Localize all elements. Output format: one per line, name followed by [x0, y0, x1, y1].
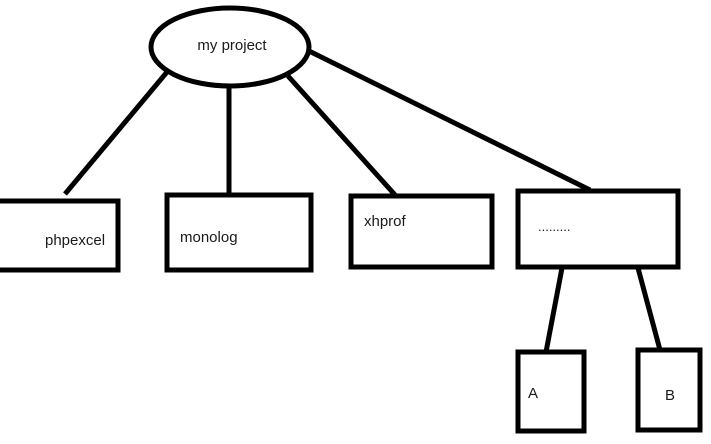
root-ellipse — [148, 5, 312, 89]
node-monolog-box — [164, 192, 314, 273]
node-b-box — [635, 347, 703, 433]
node-phpexcel-label: phpexcel — [45, 232, 105, 249]
node-more-box — [515, 188, 681, 270]
edge-root-xhprof — [286, 74, 398, 198]
node-xhprof: xhprof — [348, 193, 495, 270]
node-b-label: B — [665, 387, 675, 404]
edge-more-a — [543, 267, 565, 353]
node-a: A — [515, 349, 587, 434]
node-monolog-label: monolog — [180, 229, 238, 246]
node-a-box — [515, 349, 587, 434]
root-label: my project — [197, 37, 267, 54]
edge-root-phpexcel — [63, 70, 169, 196]
edge-more-b — [635, 267, 663, 351]
root-node: my project — [148, 5, 312, 89]
node-more: ......... — [515, 188, 681, 270]
node-phpexcel-box — [0, 198, 121, 273]
node-xhprof-box — [348, 193, 495, 270]
node-a-label: A — [528, 385, 538, 402]
node-monolog: monolog — [164, 192, 314, 273]
edge-root-more — [305, 47, 592, 193]
node-xhprof-label: xhprof — [364, 213, 407, 230]
node-more-label: ......... — [538, 219, 571, 234]
node-b: B — [635, 347, 703, 433]
node-phpexcel: phpexcel — [0, 198, 121, 273]
